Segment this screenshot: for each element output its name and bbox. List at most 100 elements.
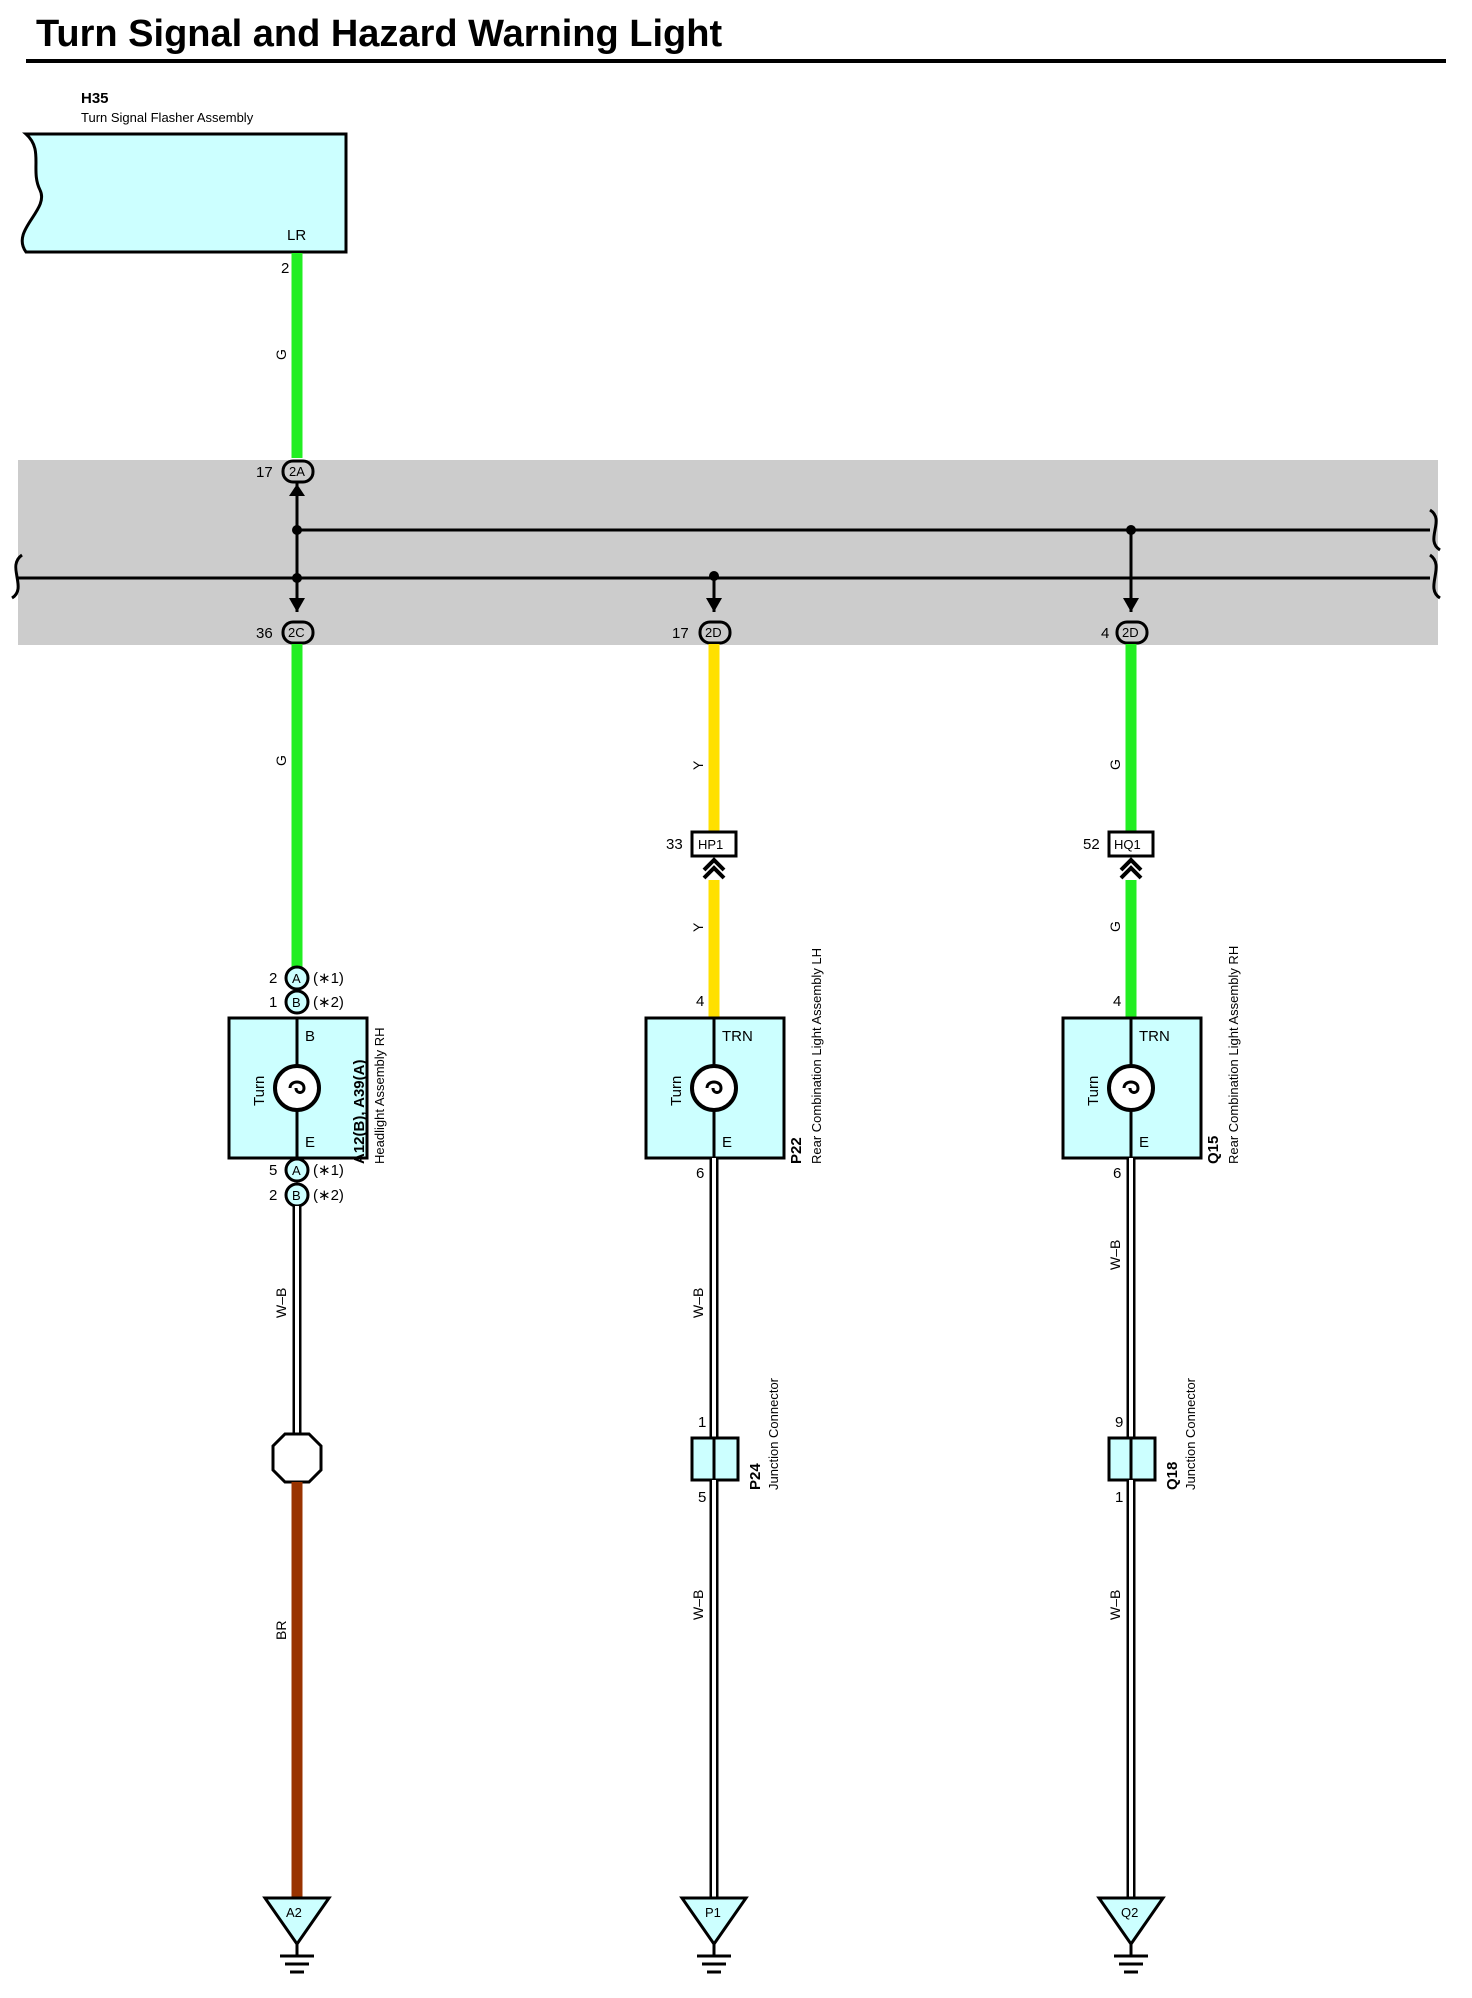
rear-lh-term-out: E <box>722 1134 732 1151</box>
connector-2d-middle <box>698 620 732 645</box>
junction-q18-name: Junction Connector <box>1183 1377 1198 1490</box>
headlight-conn-out-a-label: A <box>292 1163 301 1178</box>
headlight-conn-out-a <box>284 1157 310 1183</box>
headlight-code: A12(B), A39(A) <box>351 1060 368 1164</box>
rear-rh-term-out: E <box>1139 1134 1149 1151</box>
headlight-name: Headlight Assembly RH <box>372 1027 387 1164</box>
connector-2a-label: 2A <box>289 464 305 479</box>
headlight-note-in-a: (∗1) <box>313 970 344 987</box>
junction-p24-code: P24 <box>747 1463 764 1490</box>
headlight-pin-out-a: 5 <box>269 1162 277 1179</box>
rear-lh-term-in: TRN <box>722 1028 753 1045</box>
q18-pin-in: 9 <box>1115 1414 1123 1431</box>
ground-p1: P1 <box>679 1896 749 1974</box>
rear-lh-turn-label: Turn <box>668 1076 685 1106</box>
headlight-term-in: B <box>305 1028 315 1045</box>
ground-p1-label: P1 <box>705 1905 721 1920</box>
connector-2a-pin: 17 <box>256 464 273 481</box>
wire-label-y-upper: Y <box>690 760 706 770</box>
headlight-turn-label: Turn <box>251 1076 268 1106</box>
wire-label-g-top: G <box>273 349 289 360</box>
p24-pin-out: 5 <box>698 1489 706 1506</box>
page-title: Turn Signal and Hazard Warning Light <box>36 13 722 55</box>
node-left <box>292 525 302 535</box>
hp1-chevron-2 <box>702 865 726 880</box>
hq1-chevron-2 <box>1119 865 1143 880</box>
rear-rh-name: Rear Combination Light Assembly RH <box>1226 946 1241 1164</box>
arrow-down-2d-right <box>1123 598 1139 612</box>
junction-block-band <box>18 460 1438 645</box>
rear-rh-pin-out: 6 <box>1113 1165 1121 1182</box>
rear-lh-code: P22 <box>788 1137 805 1164</box>
connector-2d-right-pin: 4 <box>1101 625 1109 642</box>
break-mark-lower-right <box>1428 553 1441 600</box>
rear-rh-code: Q15 <box>1205 1136 1222 1164</box>
node-middle <box>709 571 719 581</box>
ground-q2-triangle <box>1096 1896 1166 1947</box>
wire-label-g-left: G <box>273 755 289 766</box>
connector-hq1-label: HQ1 <box>1114 837 1141 852</box>
rear-rh-term-in: TRN <box>1139 1028 1170 1045</box>
flasher-box <box>20 132 348 254</box>
splice-octagon-icon <box>271 1432 323 1484</box>
connector-2c-pin: 36 <box>256 625 273 642</box>
hq1-chevron-1 <box>1119 857 1143 872</box>
break-mark-upper <box>1429 508 1441 552</box>
flasher-pin: 2 <box>281 260 289 277</box>
p24-pin-in: 1 <box>698 1414 706 1431</box>
connector-2d-middle-label: 2D <box>705 625 722 640</box>
break-mark-lower-left <box>11 553 24 600</box>
connector-2d-middle-pin: 17 <box>672 625 689 642</box>
connector-hq1-pin: 52 <box>1083 836 1100 853</box>
node-left-lower <box>292 573 302 583</box>
headlight-pin-out-b: 2 <box>269 1187 277 1204</box>
wire-label-wb-left: W–B <box>273 1288 289 1318</box>
flasher-assembly: H35 Turn Signal Flasher Assembly LR 2 <box>20 90 348 277</box>
connector-hp1-label: HP1 <box>698 837 723 852</box>
headlight-note-out-a: (∗1) <box>313 1162 344 1179</box>
rear-rh-pin-in: 4 <box>1113 993 1121 1010</box>
ground-q2-label: Q2 <box>1121 1905 1138 1920</box>
wire-label-wb-right-lower: W–B <box>1107 1590 1123 1620</box>
rear-rh-filament-icon <box>1122 1080 1140 1094</box>
junction-p24-name: Junction Connector <box>766 1377 781 1490</box>
wire-label-wb-middle-upper: W–B <box>690 1288 706 1318</box>
ground-a2: A2 <box>262 1896 332 1974</box>
wire-label-g-right-upper: G <box>1107 759 1123 770</box>
connector-2c-label: 2C <box>288 625 305 640</box>
ground-q2: Q2 <box>1096 1896 1166 1974</box>
connector-hp1 <box>690 830 738 858</box>
q18-pin-out: 1 <box>1115 1489 1123 1506</box>
ground-a2-triangle <box>262 1896 332 1947</box>
node-right <box>1126 525 1136 535</box>
connector-2d-right <box>1115 620 1149 645</box>
headlight-pin-in-b: 1 <box>269 994 277 1011</box>
wire-label-br: BR <box>273 1621 289 1640</box>
hp1-chevron-1 <box>702 857 726 872</box>
flasher-name: Turn Signal Flasher Assembly <box>81 110 254 125</box>
rear-lh-pin-out: 6 <box>696 1165 704 1182</box>
headlight-conn-out-b-label: B <box>292 1188 301 1203</box>
headlight-conn-in-a <box>284 965 310 991</box>
headlight-term-out: E <box>305 1134 315 1151</box>
flasher-code: H35 <box>81 90 109 107</box>
headlight-filament-icon <box>288 1080 306 1094</box>
headlight-conn-in-b-label: B <box>292 995 301 1010</box>
headlight-note-in-b: (∗2) <box>313 994 344 1011</box>
arrow-up-2a <box>289 484 305 496</box>
rear-lh-filament-icon <box>705 1080 723 1094</box>
headlight-pin-in-a: 2 <box>269 970 277 987</box>
wire-label-y-lower: Y <box>690 922 706 932</box>
headlight-conn-in-b <box>284 989 310 1015</box>
headlight-note-out-b: (∗2) <box>313 1187 344 1204</box>
wire-label-wb-middle-lower: W–B <box>690 1590 706 1620</box>
headlight-conn-in-a-label: A <box>292 971 301 986</box>
arrow-down-2d-middle <box>706 598 722 612</box>
rear-lh-pin-in: 4 <box>696 993 704 1010</box>
arrow-down-2c <box>289 598 305 612</box>
flasher-terminal: LR <box>287 227 306 244</box>
connector-2d-right-label: 2D <box>1122 625 1139 640</box>
connector-hp1-pin: 33 <box>666 836 683 853</box>
ground-p1-triangle <box>679 1896 749 1947</box>
